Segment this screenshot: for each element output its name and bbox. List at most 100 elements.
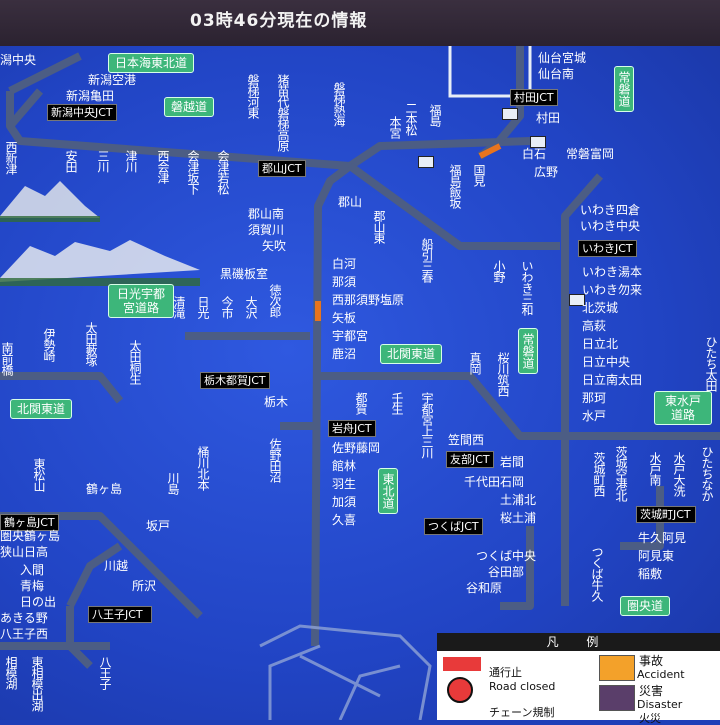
place-label: 新潟亀田	[66, 89, 115, 103]
place-label: 八王子西	[0, 627, 49, 641]
place-label: 八王子	[98, 656, 112, 689]
place-label: 北茨城	[582, 301, 619, 315]
camera-icon[interactable]	[530, 136, 546, 148]
place-label: 福島飯坂	[448, 164, 462, 208]
place-label: 磐梯熱海	[332, 82, 346, 126]
place-label: 仙台南	[538, 67, 575, 81]
legend-disaster-en: Disaster	[637, 698, 683, 711]
place-label: 東松山	[32, 458, 46, 491]
place-label: 壬生	[390, 392, 404, 414]
place-label: 川越	[104, 559, 129, 573]
jct-tomobe[interactable]: 友部JCT	[446, 451, 494, 468]
place-label: 日光	[196, 296, 210, 318]
road-kenodo[interactable]: 圏央道	[620, 596, 671, 616]
jct-murata[interactable]: 村田JCT	[510, 89, 558, 106]
road-tohoku[interactable]: 東北道	[378, 468, 398, 514]
place-label: 加須	[332, 495, 357, 509]
place-label: 那珂	[582, 391, 607, 405]
road-higashi-mito[interactable]: 東水戸道路	[654, 391, 712, 425]
place-label: 太田桐生	[128, 340, 142, 384]
place-label: 常磐富岡	[566, 147, 615, 161]
road-joban[interactable]: 常磐道	[614, 66, 634, 112]
place-label: 水戸	[582, 409, 607, 423]
place-label: 二本松	[404, 102, 418, 135]
jct-tsurugashima[interactable]: 鶴ヶ島JCT	[0, 514, 59, 531]
legend-fire: 火災	[639, 712, 661, 725]
place-label: 西会津	[156, 150, 170, 183]
place-label: 黒磯板室	[220, 267, 269, 281]
road-joban-2[interactable]: 常磐道	[518, 328, 538, 374]
place-label: 清滝	[172, 296, 186, 318]
place-label: 広野	[534, 165, 559, 179]
place-label: 磐梯河東	[246, 74, 260, 118]
traffic-map: 新潟中央JCT 郡山JCT 村田JCT いわきJCT 栃木都賀JCT 岩舟JCT…	[0, 46, 720, 720]
place-label: 鹿沼	[332, 347, 357, 361]
place-label: あきる野	[0, 611, 48, 625]
place-label: 川島	[166, 472, 180, 494]
place-label: 白石	[522, 147, 547, 161]
jct-koriyama[interactable]: 郡山JCT	[258, 160, 306, 177]
camera-icon[interactable]	[418, 156, 434, 168]
legend-disaster-jp: 災害	[639, 684, 664, 698]
place-label: 日の出	[20, 595, 57, 609]
place-label: 東相模出湖	[30, 656, 44, 711]
place-label: 土浦北	[500, 493, 537, 507]
road-banetsu[interactable]: 磐越道	[164, 97, 215, 117]
place-label: 国見	[472, 164, 486, 186]
place-label: 佐野田沼	[268, 438, 282, 482]
camera-icon[interactable]	[502, 108, 518, 120]
place-label: 茨城空港北	[614, 446, 628, 501]
place-label: 白河	[332, 257, 357, 271]
road-kitakanto-west[interactable]: 北関東道	[10, 399, 73, 419]
place-label: 那須	[332, 275, 357, 289]
road-nihonkai-tohoku[interactable]: 日本海東北道	[108, 53, 195, 73]
place-label: 潟中央	[0, 53, 37, 67]
place-label: ひたちなか	[700, 446, 714, 501]
legend-panel: 凡 例 通行止 Road closed チェーン規制 事故 Accident 災…	[437, 633, 720, 725]
place-label: 青梅	[20, 579, 45, 593]
place-label: 小野	[492, 260, 506, 282]
place-label: つくば牛久	[590, 546, 604, 601]
jct-tsukuba[interactable]: つくばJCT	[424, 518, 483, 535]
place-label: 久喜	[332, 513, 357, 527]
place-label: 真岡	[468, 352, 482, 374]
place-label: 郡山南	[248, 207, 285, 221]
place-label: 桜川筑西	[496, 352, 510, 396]
road-nikko-utsunomiya[interactable]: 日光宇都宮道路	[108, 284, 174, 318]
jct-hachioji[interactable]: 八王子JCT	[88, 606, 152, 623]
camera-icon[interactable]	[569, 294, 585, 306]
place-label: 南前橋	[0, 342, 14, 375]
place-label: 三川	[96, 150, 110, 172]
place-label: 茨城町西	[592, 452, 606, 496]
jct-tochigi-tsuga[interactable]: 栃木都賀JCT	[200, 372, 270, 389]
place-label: 都賀	[354, 392, 368, 414]
jct-ibarakimachi[interactable]: 茨城町JCT	[636, 506, 696, 523]
place-label: 狭山日高	[0, 545, 49, 559]
place-label: 高萩	[582, 319, 607, 333]
place-label: いわき勿来	[582, 283, 643, 297]
jct-iwafune[interactable]: 岩舟JCT	[328, 420, 376, 437]
place-label: 会津若松	[216, 150, 230, 194]
place-label: 郡山東	[372, 210, 386, 243]
road-closed-icon	[447, 677, 473, 703]
place-label: 所沢	[132, 579, 157, 593]
place-label: 村田	[536, 111, 561, 125]
jct-iwaki[interactable]: いわきJCT	[578, 240, 637, 257]
jct-niigata-chuo[interactable]: 新潟中央JCT	[47, 104, 117, 121]
legend-accident-jp: 事故	[639, 654, 664, 668]
legend-closed-en: Road closed	[489, 680, 556, 693]
place-label: 佐野藤岡	[332, 441, 381, 455]
place-label: 圏央鶴ヶ島	[0, 529, 61, 543]
place-label: 新潟空港	[88, 73, 137, 87]
road-kitakanto-east[interactable]: 北関東道	[380, 344, 443, 364]
place-label: 船引三春	[420, 238, 434, 282]
accident-icon	[599, 655, 635, 681]
place-label: 桶川北本	[196, 446, 210, 490]
place-label: 太田藪塚	[84, 322, 98, 366]
place-label: 宇都宮	[332, 329, 369, 343]
place-label: 今市	[220, 296, 234, 318]
legend-header: 凡 例	[437, 633, 720, 651]
place-label: 矢板	[332, 311, 357, 325]
info-header: 03時46分現在の情報	[0, 0, 720, 46]
place-label: 栃木	[264, 395, 289, 409]
